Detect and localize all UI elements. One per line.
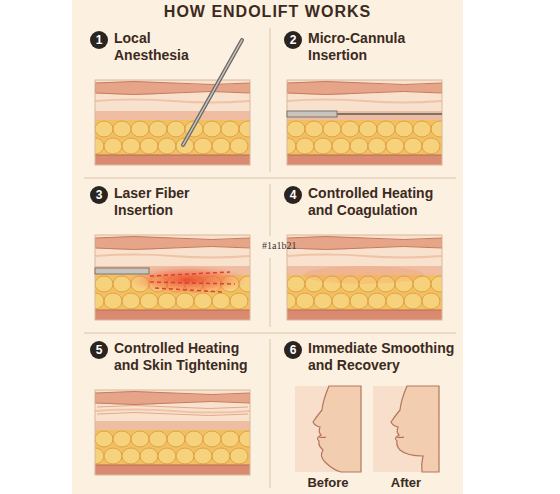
skin-cross-section <box>86 390 257 475</box>
illustration-frame <box>287 80 442 165</box>
illustration-frame <box>95 235 250 320</box>
callout-number: 4 <box>284 186 302 204</box>
step-header: 1 Local Anesthesia <box>86 26 262 64</box>
step-heading: Local Anesthesia <box>114 30 226 64</box>
step-header: 5 Controlled Heating and Skin Tightening <box>86 336 262 374</box>
divider <box>269 258 271 327</box>
step-panel: 3 Laser Fiber Insertion <box>86 181 262 331</box>
step-heading: Immediate Smoothing and Recovery <box>308 340 460 374</box>
coagulation-zone <box>304 266 424 284</box>
step-panel: 5 Controlled Heating and Skin Tightening <box>86 336 262 491</box>
step-header: 2 Micro-Cannula Insertion <box>280 26 460 64</box>
cannula-tip <box>337 113 442 115</box>
step-header: 4 Controlled Heating and Coagulation <box>280 181 460 219</box>
needle <box>183 40 242 145</box>
skin-cross-section <box>86 80 257 165</box>
collagen-lines <box>97 406 248 416</box>
divider <box>269 28 271 172</box>
callout-number: 1 <box>90 31 108 49</box>
watermark: #1a1b21 <box>262 240 296 252</box>
step-heading: Micro-Cannula Insertion <box>308 30 428 64</box>
step-panel: 1 Local Anesthesia <box>86 26 262 176</box>
skin-cross-section <box>278 80 449 165</box>
before-face-frame <box>295 386 361 472</box>
lips <box>397 436 404 438</box>
needle-highlight <box>183 40 242 145</box>
step-header: 3 Laser Fiber Insertion <box>86 181 262 219</box>
step-header: 6 Immediate Smoothing and Recovery <box>280 336 460 374</box>
illustration-frame <box>95 80 250 165</box>
callout-number: 6 <box>284 341 302 359</box>
step-heading: Laser Fiber Insertion <box>114 185 224 219</box>
title: HOW ENDOLIFT WORKS <box>72 3 463 21</box>
divider <box>269 339 271 488</box>
step-heading: Controlled Heating and Coagulation <box>308 185 458 219</box>
after-face-frame <box>373 386 439 472</box>
after-face-profile <box>391 386 439 472</box>
step-panel: 6 Immediate Smoothing and RecoveryBefore A… <box>280 336 460 491</box>
illustration-frame <box>287 235 442 320</box>
step-panel: 4 Controlled Heating and Coagulation <box>280 181 460 331</box>
illustration-frame <box>95 390 250 475</box>
divider <box>269 184 271 236</box>
comparison-label: Before <box>295 475 361 490</box>
step-heading: Controlled Heating and Skin Tightening <box>114 340 262 374</box>
divider <box>84 332 456 334</box>
lips <box>319 436 326 438</box>
callout-number: 3 <box>90 186 108 204</box>
before-face-profile <box>313 386 361 472</box>
skin-cross-section <box>278 235 449 320</box>
callout-number: 5 <box>90 341 108 359</box>
laser-fiber <box>95 268 149 274</box>
laser-rays <box>150 272 235 292</box>
comparison-label: After <box>373 475 439 490</box>
callout-number: 2 <box>284 31 302 49</box>
step-panel: 2 Micro-Cannula Insertion <box>280 26 460 176</box>
skin-cross-section <box>86 235 257 320</box>
micro-cannula <box>287 111 337 117</box>
divider <box>84 177 456 179</box>
background-panel <box>72 0 463 494</box>
